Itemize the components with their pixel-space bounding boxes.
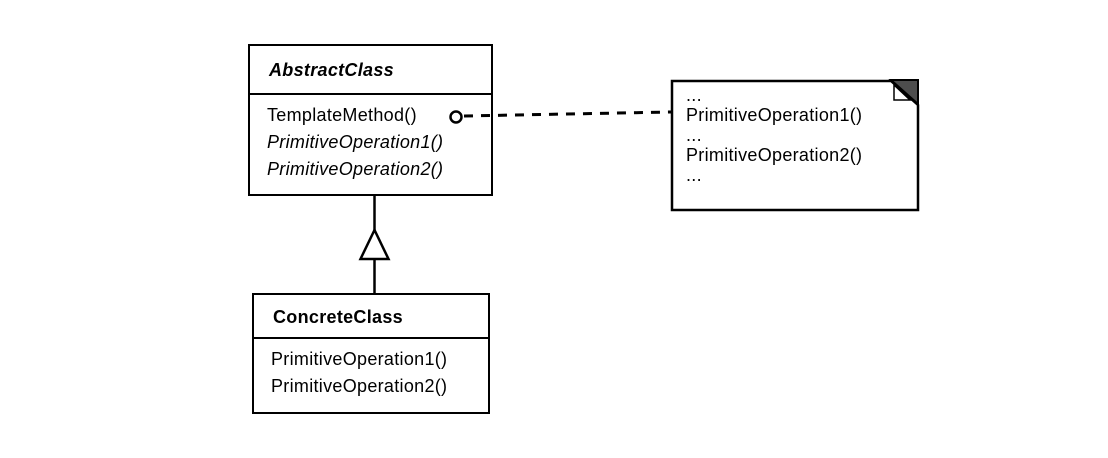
method-primitive-operation-2-abstract: PrimitiveOperation2(): [267, 159, 444, 179]
method-primitive-operation-1-abstract: PrimitiveOperation1(): [267, 132, 444, 152]
method-template-method: TemplateMethod(): [267, 105, 417, 125]
note-line-ellipsis-2: ...: [686, 125, 702, 145]
inheritance-triangle-icon: [358, 227, 391, 261]
method-primitive-operation-2-concrete: PrimitiveOperation2(): [271, 376, 448, 396]
note-line-ellipsis-1: ...: [686, 85, 702, 105]
method-primitive-operation-1-concrete: PrimitiveOperation1(): [271, 349, 448, 369]
note-line-ellipsis-3: ...: [686, 165, 702, 185]
concrete-class-methods: PrimitiveOperation1() PrimitiveOperation…: [254, 339, 488, 400]
abstract-class-methods: TemplateMethod() PrimitiveOperation1() P…: [250, 95, 491, 183]
note-dashed-connector-line: [463, 110, 672, 118]
note-annotation: ... PrimitiveOperation1() ... PrimitiveO…: [686, 85, 911, 185]
note-line-primitive-operation-2: PrimitiveOperation2(): [686, 145, 863, 165]
abstract-class-box: AbstractClass TemplateMethod() Primitive…: [248, 44, 493, 196]
concrete-class-box: ConcreteClass PrimitiveOperation1() Prim…: [252, 293, 490, 414]
note-line-primitive-operation-1: PrimitiveOperation1(): [686, 105, 863, 125]
abstract-class-name: AbstractClass: [250, 46, 491, 95]
concrete-class-name: ConcreteClass: [254, 295, 488, 339]
